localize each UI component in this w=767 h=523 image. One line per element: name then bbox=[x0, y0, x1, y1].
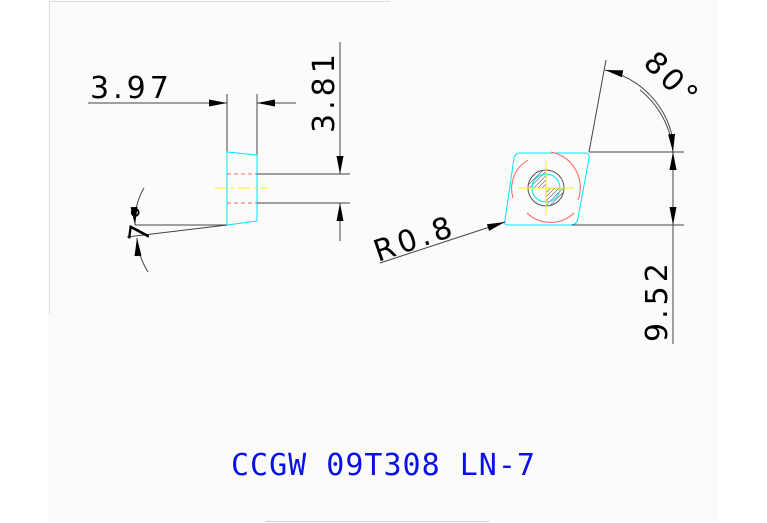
hole-height-dimension: 3.81 bbox=[307, 50, 342, 133]
top-view bbox=[379, 59, 684, 344]
nose-radius-dimension: R0.8 bbox=[369, 209, 460, 270]
included-angle-dimension: 80° bbox=[636, 45, 707, 116]
thickness-dimension: 3.97 bbox=[90, 71, 173, 106]
frame-edge bbox=[265, 521, 489, 522]
insert-designation-title: CCGW 09T308 LN-7 bbox=[231, 448, 536, 483]
clearance-angle-dimension: 7° bbox=[122, 200, 160, 244]
inscribed-circle-dimension: 9.52 bbox=[640, 259, 675, 342]
drawing-frame bbox=[49, 1, 390, 314]
side-view bbox=[88, 42, 350, 273]
